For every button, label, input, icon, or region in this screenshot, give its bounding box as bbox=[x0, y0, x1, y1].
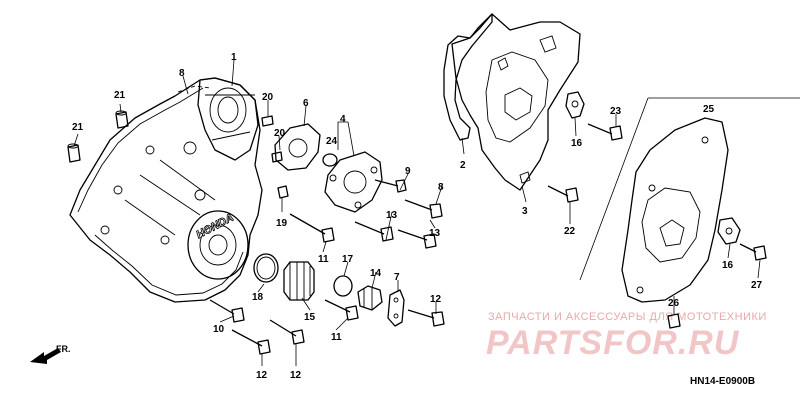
bolt-13-a bbox=[354, 221, 394, 242]
sprocket-cover-3 bbox=[451, 13, 581, 191]
callout-6: 6 bbox=[303, 98, 309, 109]
callout-17: 17 bbox=[342, 254, 354, 265]
bolt-12-lower-b bbox=[269, 319, 305, 345]
callout-24: 24 bbox=[326, 136, 338, 147]
callout-7: 7 bbox=[394, 272, 400, 283]
bracket-16-upper bbox=[565, 91, 585, 119]
drive-sprocket-cover-25 bbox=[621, 117, 729, 303]
filler-cap-15 bbox=[283, 261, 315, 301]
callout-16-upper: 16 bbox=[571, 138, 583, 149]
bolt-13-b bbox=[397, 229, 437, 249]
bolt-22 bbox=[547, 185, 579, 203]
dowel-pin-20-a bbox=[261, 115, 274, 127]
callout-27: 27 bbox=[751, 280, 763, 291]
diagram-code: HN14-E0900B bbox=[690, 376, 755, 387]
front-direction-arrow: FR. bbox=[30, 344, 71, 364]
bolt-19 bbox=[277, 185, 289, 199]
honda-logo: HONDA bbox=[194, 212, 235, 242]
bolt-27 bbox=[739, 243, 767, 261]
water-pump-gasket-6 bbox=[274, 123, 321, 171]
callout-13-a: 13 bbox=[386, 210, 398, 221]
guide-plate-2 bbox=[443, 13, 493, 141]
bolt-26 bbox=[667, 313, 681, 329]
stay-7 bbox=[387, 289, 405, 327]
watermark-logo: PARTSFOR.RU bbox=[486, 324, 740, 362]
water-pump-cover-4 bbox=[324, 151, 383, 213]
watermark-caption: ЗАПЧАСТИ И АКСЕССУАРЫ ДЛЯ МОТОТЕХНИКИ bbox=[488, 311, 767, 323]
callout-23: 23 bbox=[610, 106, 622, 117]
callout-2: 2 bbox=[460, 160, 466, 171]
callout-8-bolt: 8 bbox=[438, 182, 444, 193]
callout-4: 4 bbox=[340, 114, 346, 125]
bolt-10 bbox=[209, 299, 245, 323]
callout-15: 15 bbox=[304, 312, 316, 323]
bolt-12-lower-a bbox=[231, 329, 271, 355]
callout-26: 26 bbox=[668, 298, 680, 309]
o-ring-24 bbox=[322, 153, 338, 167]
callout-1: 1 bbox=[231, 52, 237, 63]
callout-3: 3 bbox=[522, 206, 528, 217]
callout-11-upper: 11 bbox=[318, 254, 329, 265]
front-arrow-label: FR. bbox=[56, 344, 71, 354]
bracket-16-lower bbox=[717, 217, 741, 245]
callout-16-lower: 16 bbox=[722, 260, 734, 271]
callout-20-b: 20 bbox=[274, 128, 286, 139]
callout-8-gasket: 8 bbox=[179, 68, 185, 79]
bolt-23 bbox=[587, 123, 623, 141]
bolt-9 bbox=[374, 179, 407, 193]
bolt-12-right bbox=[407, 309, 445, 327]
callout-9: 9 bbox=[405, 166, 411, 177]
callout-11-lower: 11 bbox=[331, 332, 342, 343]
callout-12-c: 12 bbox=[430, 294, 442, 305]
bolt-8 bbox=[404, 199, 443, 219]
callout-20-a: 20 bbox=[262, 92, 274, 103]
callout-12-b: 12 bbox=[290, 370, 302, 381]
callout-10: 10 bbox=[213, 324, 225, 335]
callout-21-a: 21 bbox=[114, 90, 126, 101]
callout-18: 18 bbox=[252, 292, 264, 303]
callout-numbers: 1 2 3 4 25 6 7 8 8 9 10 11 11 12 12 12 1… bbox=[72, 52, 763, 381]
callout-21-b: 21 bbox=[72, 122, 84, 133]
callout-19: 19 bbox=[276, 218, 288, 229]
o-ring-18 bbox=[253, 253, 279, 283]
callout-13-b: 13 bbox=[429, 228, 441, 239]
dowel-pin-20-b bbox=[271, 151, 283, 163]
o-ring-17 bbox=[333, 275, 353, 297]
left-crankcase-cover: HONDA bbox=[69, 77, 263, 303]
gasket-8 bbox=[177, 85, 211, 93]
plug-14 bbox=[357, 285, 383, 311]
bolt-11-lower bbox=[324, 299, 359, 321]
leader-lines bbox=[73, 59, 800, 366]
callout-25: 25 bbox=[703, 104, 715, 115]
callout-14: 14 bbox=[370, 268, 382, 279]
callout-22: 22 bbox=[564, 226, 576, 237]
callout-12-a: 12 bbox=[256, 370, 268, 381]
dowel-pin-21-lower bbox=[67, 143, 81, 163]
bolt-11-upper bbox=[289, 213, 335, 243]
